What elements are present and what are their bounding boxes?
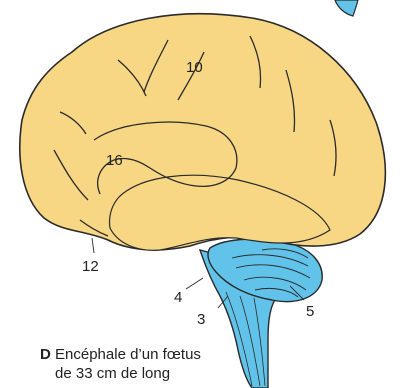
label-10: 10: [186, 59, 203, 76]
label-16: 16: [106, 152, 123, 169]
caption-line-1: D Encéphale d’un fœtus: [40, 345, 340, 364]
caption-line-2: de 33 cm de long: [40, 364, 340, 383]
label-3: 3: [197, 311, 205, 328]
adjacent-figure-fragment: [335, 0, 358, 16]
label-12: 12: [82, 258, 99, 275]
figure-letter: D: [40, 346, 51, 363]
label-5: 5: [306, 303, 314, 320]
caption-text-1: Encéphale d’un fœtus: [55, 346, 201, 363]
label-4: 4: [174, 289, 182, 306]
figure-caption: D Encéphale d’un fœtus de 33 cm de long: [40, 345, 340, 383]
